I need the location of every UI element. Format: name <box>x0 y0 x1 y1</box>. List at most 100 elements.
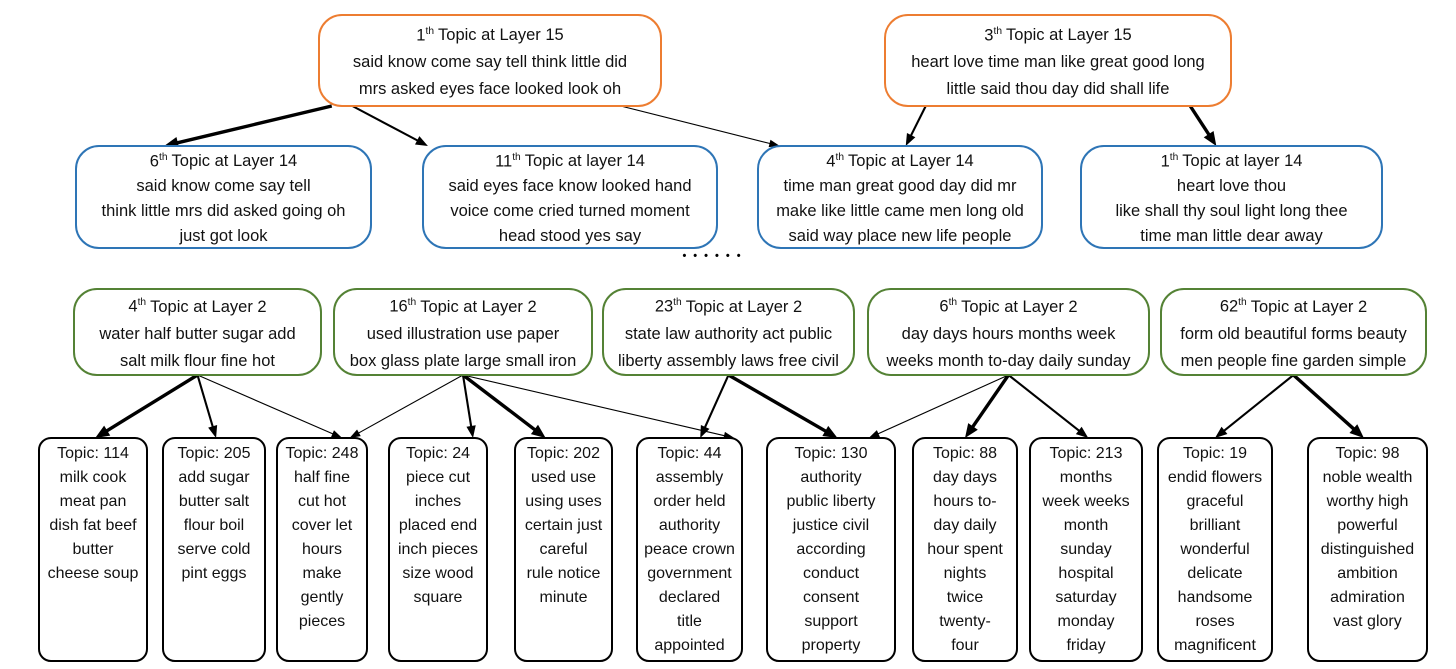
word-line: week weeks <box>1042 493 1130 510</box>
node-title: Topic: 114 <box>57 445 129 462</box>
word-line: support <box>804 613 858 630</box>
ordinal-suffix: th <box>425 25 435 37</box>
title-text: Topic at Layer 15 <box>1006 26 1132 45</box>
topic-words: heart love time man like great good long… <box>911 49 1205 103</box>
topic-words: said know come say tell think little did… <box>353 49 627 103</box>
ordinal: 1 <box>1160 152 1170 171</box>
word-line: government <box>647 565 732 582</box>
title-text: Topic at Layer 2 <box>1250 297 1368 316</box>
word-line: order held <box>653 493 726 510</box>
word-line: placed end <box>398 517 478 534</box>
word-line: weeks month to-day daily sunday <box>886 351 1131 370</box>
word-line: justice civil <box>792 517 870 534</box>
edge-line <box>175 104 333 145</box>
ordinal-suffix: th <box>948 297 958 309</box>
ordinal-suffix: th <box>137 297 147 309</box>
word-line: property <box>801 637 861 654</box>
word-line: sunday <box>1060 541 1112 558</box>
word-line: head stood yes say <box>498 227 642 246</box>
node-title: Topic: 98 <box>1335 445 1400 462</box>
word-line: said know come say tell think little did <box>352 53 628 72</box>
word-line: pint eggs <box>181 565 247 582</box>
edge-arrowhead <box>530 424 546 438</box>
word-line: graceful <box>1186 493 1244 510</box>
edge-arrowhead <box>700 424 710 438</box>
word-line: cover let <box>291 517 353 534</box>
word-line: hours <box>301 541 343 558</box>
word-line: magnificent <box>1174 637 1256 654</box>
word-line: endid flowers <box>1167 469 1263 486</box>
word-line: serve cold <box>177 541 251 558</box>
word-line: day daily <box>933 517 997 534</box>
ordinal-suffix: th <box>835 151 845 163</box>
word-line: add sugar <box>178 469 250 486</box>
ordinal-suffix: th <box>993 25 1003 37</box>
edge-line <box>461 374 473 429</box>
word-line: little said thou day did shall life <box>946 80 1170 99</box>
ordinal-suffix: th <box>1238 297 1247 309</box>
edge-arrowhead <box>466 425 476 438</box>
ordinal: 11 <box>495 152 513 171</box>
word-line: hour spent <box>927 541 1003 558</box>
edge-line <box>727 373 828 434</box>
word-line: mrs asked eyes face looked look oh <box>358 80 622 99</box>
word-line: rule notice <box>526 565 601 582</box>
ellipsis-separator: •••••• <box>682 250 748 262</box>
edge-arrowhead <box>868 430 880 438</box>
word-line: declared <box>658 589 721 606</box>
word-line: powerful <box>1337 517 1398 534</box>
node-title: Topic: 44 <box>657 445 722 462</box>
word-line: liberty assembly laws free civil <box>618 351 839 370</box>
word-line: pieces <box>298 613 346 630</box>
ordinal: 1 <box>416 26 426 45</box>
word-line: brilliant <box>1189 517 1241 534</box>
ordinal: 6 <box>939 297 949 316</box>
word-line: assembly <box>655 469 724 486</box>
edge-line <box>1292 373 1356 432</box>
word-line: distinguished <box>1320 541 1415 558</box>
node-title: Topic: 205 <box>177 445 251 462</box>
edge-arrowhead <box>965 423 978 438</box>
ordinal: 3 <box>984 26 994 45</box>
title-text: Topic at Layer 14 <box>171 152 298 171</box>
edge-arrowhead <box>349 429 361 438</box>
word-line: flour boil <box>183 517 245 534</box>
word-line: just got look <box>179 227 268 246</box>
word-line: milk cook <box>59 469 127 486</box>
edge-arrowhead <box>1203 130 1217 146</box>
ordinal: 6 <box>149 152 159 171</box>
ordinal: 62 <box>1219 297 1239 316</box>
word-line: vast glory <box>1333 613 1402 630</box>
word-line: day days hours months week <box>901 324 1116 343</box>
word-line: voice come cried turned moment <box>450 202 690 221</box>
word-line: four <box>951 637 979 654</box>
word-line: heart love time man like great good long <box>911 53 1205 72</box>
word-line: think little mrs did asked going oh <box>101 202 346 221</box>
edge-line <box>970 374 1010 430</box>
word-line: saturday <box>1055 589 1117 606</box>
word-line: public liberty <box>786 493 876 510</box>
node-title: Topic: 24 <box>405 445 471 462</box>
